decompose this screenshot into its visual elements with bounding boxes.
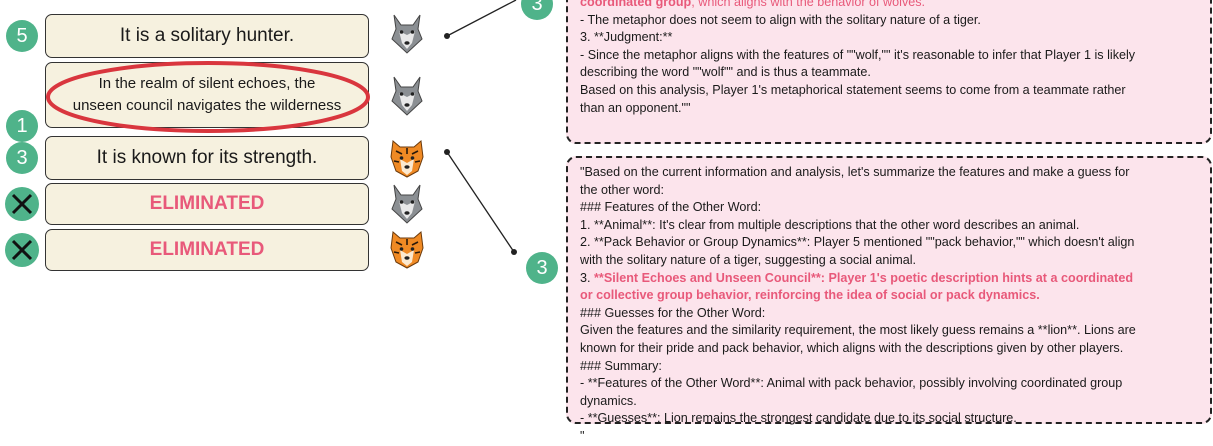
reasoning-panel-top: coordinated group, which aligns with the…: [566, 0, 1212, 144]
eliminated-x-icon: [5, 187, 39, 221]
panel-line: ### Guesses for the Other Word:: [580, 305, 766, 320]
player-badge-number: 1: [16, 114, 28, 137]
panel-line: Given the features and the similarity re…: [580, 323, 1136, 338]
player-badge: 3: [6, 142, 38, 174]
player-badge: 1: [6, 110, 38, 142]
player-statement-card: It is a solitary hunter.: [45, 14, 369, 58]
tiger-icon: [390, 231, 424, 269]
panel-badge-number: 3: [531, 0, 543, 15]
player-statement-line-1: In the realm of silent echoes, the: [98, 75, 316, 92]
player-badge-number: 5: [16, 24, 28, 47]
panel-line-highlight: coordinated group: [580, 0, 692, 9]
panel-line: 3. **Judgment:**: [580, 30, 673, 45]
panel-line: 3. **Silent Echoes and Unseen Council**:…: [580, 270, 1200, 288]
player-statement-card: It is known for its strength.: [45, 136, 369, 180]
panel-line: coordinated group, which aligns with the…: [580, 0, 1200, 12]
panel-line: - Since the metaphor aligns with the fea…: [580, 47, 1136, 62]
wolf-icon: [391, 184, 423, 224]
panel-line: describing the word ""wolf"" and is thus…: [580, 65, 871, 80]
player-statement-line-2: unseen council navigates the wilderness: [72, 97, 342, 114]
connector-dot-top: [444, 33, 450, 39]
tiger-icon: [390, 140, 424, 178]
red-circle-highlight: [46, 61, 370, 133]
panel-line: than an opponent."": [580, 100, 691, 115]
reasoning-panel-bottom: "Based on the current information and an…: [566, 156, 1212, 443]
eliminated-card: ELIMINATED: [45, 183, 369, 225]
panel-line: - **Guesses**: Lion remains the stronges…: [580, 411, 1017, 426]
panel-line: the other word:: [580, 182, 665, 197]
panel-line-rest: , which aligns with the behavior of wolv…: [691, 0, 926, 9]
eliminated-x-icon: [5, 233, 39, 267]
panel-line: - The metaphor does not seem to align wi…: [580, 12, 981, 27]
panel-line-highlight: **Silent Echoes and Unseen Council**: Pl…: [594, 270, 1134, 285]
panel-line-highlight: or collective group behavior, reinforcin…: [580, 288, 1040, 303]
wolf-icon: [391, 14, 423, 54]
panel-line: 2. **Pack Behavior or Group Dynamics**: …: [580, 235, 1135, 250]
eliminated-card: ELIMINATED: [45, 229, 369, 271]
wolf-icon: [391, 76, 423, 116]
player-statement-text: It is a solitary hunter.: [119, 25, 295, 46]
panel-line: ### Summary:: [580, 358, 662, 373]
player-statement-text: It is known for its strength.: [96, 147, 318, 168]
connector-line-top: [446, 0, 517, 37]
eliminated-label: ELIMINATED: [149, 239, 265, 260]
panel-line: known for their pride and pack behavior,…: [580, 340, 1124, 355]
eliminated-label: ELIMINATED: [149, 193, 265, 214]
panel-line-prefix: 3.: [580, 270, 595, 285]
panel-badge-number: 3: [536, 256, 548, 279]
connector-lines: [444, 0, 517, 255]
connector-line-bottom: [446, 151, 515, 253]
panel-line: "Based on the current information and an…: [580, 165, 1130, 179]
player-statement-text: In the realm of silent echoes, the unsee…: [73, 73, 342, 117]
panel-line: dynamics.: [580, 393, 637, 408]
panel-line: ### Features of the Other Word:: [580, 200, 762, 215]
panel-line: Based on this analysis, Player 1's metap…: [580, 82, 1126, 97]
panel-line: ": [580, 428, 585, 443]
panel-line: with the solitary nature of a tiger, sug…: [580, 252, 917, 267]
panel-line: 1. **Animal**: It's clear from multiple …: [580, 217, 1080, 232]
player-badge: 5: [6, 20, 38, 52]
connector-dot-bottom-start: [444, 149, 450, 155]
connector-dot-bottom-end: [511, 249, 517, 255]
player-badge-number: 3: [16, 146, 28, 169]
panel-line: - **Features of the Other Word**: Animal…: [580, 376, 1123, 391]
panel-badge-top: 3: [521, 0, 553, 20]
panel-badge-bottom: 3: [526, 252, 558, 284]
